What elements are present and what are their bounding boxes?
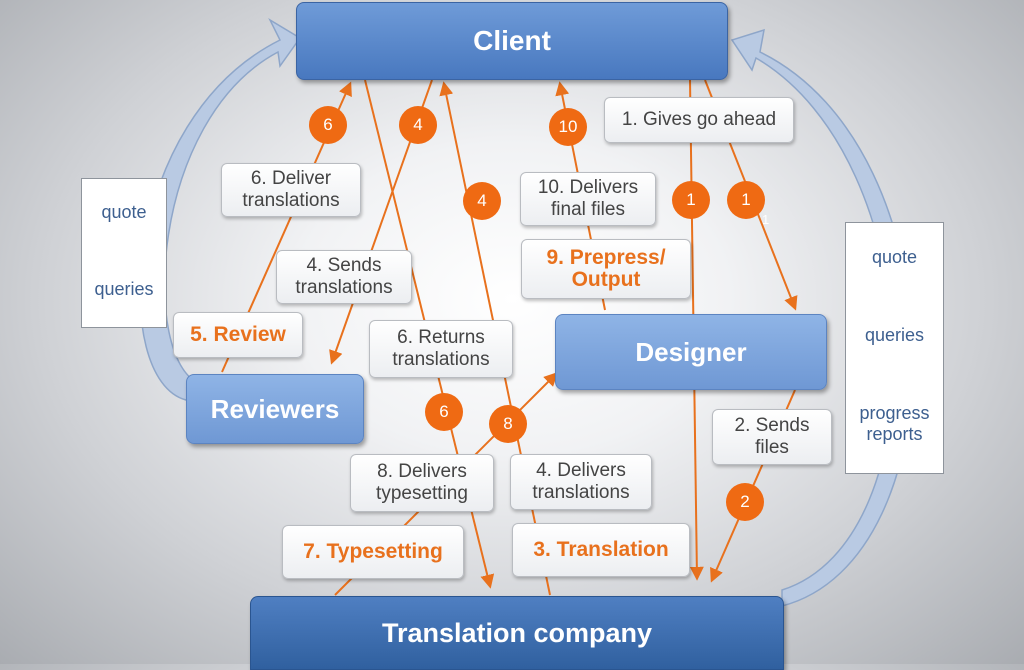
right-quote-text: quote — [871, 247, 918, 267]
right-queries-text: queries — [864, 325, 925, 345]
badge-1-left: 1 — [672, 181, 710, 219]
label-returns-translations: 6. Returns translations — [369, 320, 513, 378]
label-gives-go-ahead: 1. Gives go ahead — [604, 97, 794, 143]
right-queries-box: quote queries progress reports — [845, 222, 944, 474]
designer-node: Designer — [555, 314, 827, 390]
label-deliver-translations: 6. Deliver translations — [221, 163, 361, 217]
badge-4-top: 4 — [399, 106, 437, 144]
tiny-mark: 1 — [762, 212, 770, 227]
client-node: Client — [296, 2, 728, 80]
badge-1-right: 1 — [727, 181, 765, 219]
translation-company-node: Translation company — [250, 596, 784, 670]
label-typesetting: 7. Typesetting — [282, 525, 464, 579]
badge-6-lower: 6 — [425, 393, 463, 431]
left-queries-text: queries — [94, 279, 154, 299]
label-delivers-translations: 4. Delivers translations — [510, 454, 652, 510]
badge-2: 2 — [726, 483, 764, 521]
badge-6-top: 6 — [309, 106, 347, 144]
badge-4-middle: 4 — [463, 182, 501, 220]
right-progress-text: progress reports — [859, 403, 930, 444]
label-prepress-output: 9. Prepress/ Output — [521, 239, 691, 299]
label-sends-files: 2. Sends files — [712, 409, 832, 465]
label-translation: 3. Translation — [512, 523, 690, 577]
left-quote-text: quote — [101, 202, 147, 222]
left-queries-box: quote queries — [81, 178, 167, 328]
label-delivers-typesetting: 8. Delivers typesetting — [350, 454, 494, 512]
label-review: 5. Review — [173, 312, 303, 358]
badge-8: 8 — [489, 405, 527, 443]
badge-10: 10 — [549, 108, 587, 146]
label-delivers-final-files: 10. Delivers final files — [520, 172, 656, 226]
label-sends-translations: 4. Sends translations — [276, 250, 412, 304]
reviewers-node: Reviewers — [186, 374, 364, 444]
